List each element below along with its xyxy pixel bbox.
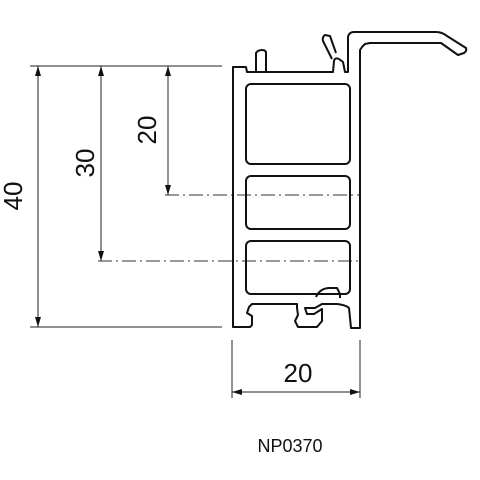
center-lines xyxy=(98,194,360,262)
dimension-label-30: 30 xyxy=(70,149,100,178)
dimension-height-30: 30 xyxy=(70,66,104,261)
dimension-width-20: 20 xyxy=(232,358,360,395)
chamber-middle xyxy=(245,175,351,230)
dimension-label-20-vertical: 20 xyxy=(132,116,162,145)
chamber-top xyxy=(245,83,351,165)
profile-code-label: NP0370 xyxy=(257,436,323,456)
dimension-height-20: 20 xyxy=(132,66,171,195)
dimension-label-40: 40 xyxy=(0,182,28,211)
extension-lines xyxy=(30,65,361,398)
profile-cross-section xyxy=(232,31,468,329)
dimension-label-20-horizontal: 20 xyxy=(284,358,313,388)
chamber-bottom xyxy=(245,240,351,295)
dimension-height-40: 40 xyxy=(0,66,41,327)
